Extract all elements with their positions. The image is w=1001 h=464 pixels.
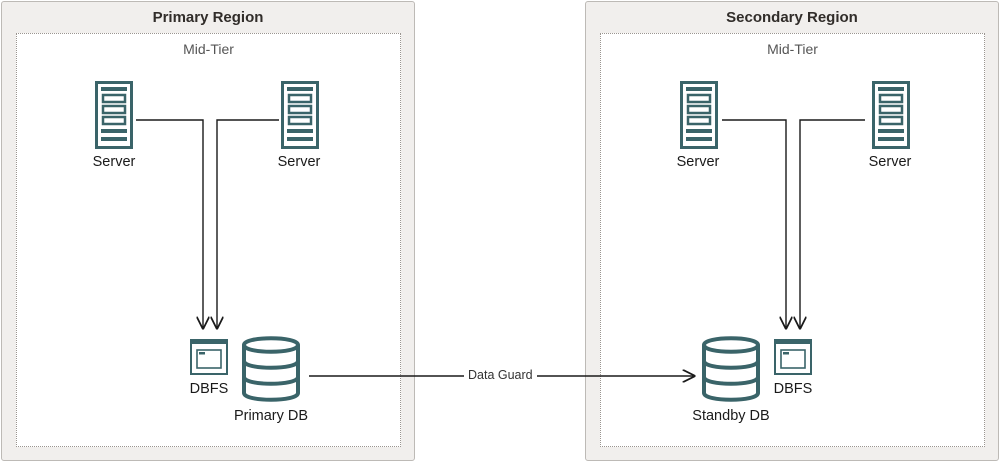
database-icon xyxy=(242,336,300,402)
data-guard-label: Data Guard xyxy=(464,368,537,382)
secondary-server-2-label: Server xyxy=(868,154,912,170)
secondary-dbfs-label: DBFS xyxy=(773,381,813,397)
server-icon xyxy=(95,81,133,149)
dbfs-icon xyxy=(774,339,812,375)
secondary-mid-tier: Mid-Tier xyxy=(600,33,985,447)
primary-region: Primary Region Mid-Tier xyxy=(1,1,415,461)
secondary-server-1-label: Server xyxy=(676,154,720,170)
database-icon xyxy=(702,336,760,402)
primary-region-title: Primary Region xyxy=(152,9,264,26)
primary-dbfs-label: DBFS xyxy=(189,381,229,397)
secondary-region: Secondary Region Mid-Tier xyxy=(585,1,999,461)
secondary-mid-tier-label: Mid-Tier xyxy=(767,41,818,57)
standby-db-label: Standby DB xyxy=(692,408,770,424)
server-icon xyxy=(281,81,319,149)
server-icon xyxy=(872,81,910,149)
secondary-server2-to-dbfs-line xyxy=(800,119,865,328)
secondary-server1-to-dbfs-line xyxy=(722,119,786,328)
primary-db-label: Primary DB xyxy=(233,408,309,424)
primary-mid-tier-label: Mid-Tier xyxy=(183,41,234,57)
server-icon xyxy=(680,81,718,149)
dbfs-icon xyxy=(190,339,228,375)
primary-server-2-label: Server xyxy=(277,154,321,170)
primary-server2-to-dbfs-line xyxy=(217,119,279,328)
primary-server-1-label: Server xyxy=(92,154,136,170)
secondary-region-title: Secondary Region xyxy=(726,9,858,26)
primary-server1-to-dbfs-line xyxy=(136,119,203,328)
primary-mid-tier: Mid-Tier xyxy=(16,33,401,447)
